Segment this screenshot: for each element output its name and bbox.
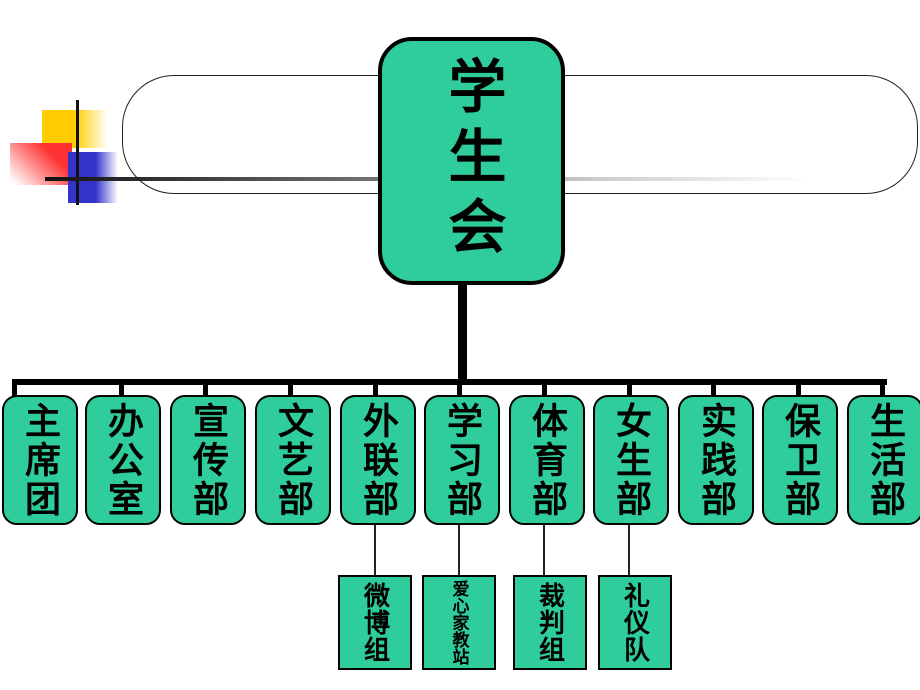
stub-line [880, 384, 885, 396]
dept-node-label: 女生部 [611, 401, 651, 519]
dept-node-office: 办公室 [85, 395, 161, 525]
sub-node-label: 礼仪队 [620, 582, 650, 663]
stub-line [711, 384, 716, 396]
dept-node-life: 生活部 [847, 395, 920, 525]
dept-node-label: 办公室 [103, 401, 143, 519]
dept-child-connector-line [374, 521, 376, 576]
stub-line [12, 384, 17, 396]
dept-child-connector-line [458, 521, 460, 576]
sub-node-label: 爱心家教站 [449, 580, 469, 665]
org-root-node: 学生会 [378, 37, 565, 285]
dept-child-connector-line [628, 521, 630, 576]
sub-node-weibo-group: 微博组 [338, 575, 412, 670]
dept-node-external-liaison: 外联部 [340, 395, 416, 525]
accent-yellow-square [42, 110, 108, 148]
accent-vertical-line [76, 100, 79, 205]
dept-node-label: 文艺部 [273, 401, 313, 519]
dept-node-study: 学习部 [424, 395, 500, 525]
sub-node-label: 裁判组 [535, 582, 565, 663]
stub-line [796, 384, 801, 396]
org-root-label: 学生会 [439, 56, 505, 266]
stub-line [627, 384, 632, 396]
dept-node-label: 体育部 [527, 401, 567, 519]
dept-node-practice: 实践部 [678, 395, 754, 525]
dept-node-label: 实践部 [696, 401, 736, 519]
dept-node-label: 保卫部 [780, 401, 820, 519]
sub-node-etiquette-team: 礼仪队 [598, 575, 672, 670]
dept-child-connector-line [543, 521, 545, 576]
dept-node-sports: 体育部 [509, 395, 585, 525]
stub-line [457, 384, 462, 396]
dept-node-publicity: 宣传部 [170, 395, 246, 525]
dept-node-label: 宣传部 [188, 401, 228, 519]
stub-line [203, 384, 208, 396]
dept-node-girls: 女生部 [593, 395, 669, 525]
root-connector-line [458, 275, 467, 382]
sub-node-label: 微博组 [360, 582, 390, 663]
dept-node-arts: 文艺部 [255, 395, 331, 525]
dept-node-label: 学习部 [442, 401, 482, 519]
dept-node-label: 生活部 [865, 401, 905, 519]
stub-line [288, 384, 293, 396]
dept-node-label: 外联部 [358, 401, 398, 519]
dept-node-label: 主席团 [20, 401, 60, 519]
trunk-connector-line [12, 379, 887, 385]
stub-line [373, 384, 378, 396]
dept-node-presidium: 主席团 [2, 395, 78, 525]
dept-node-security: 保卫部 [762, 395, 838, 525]
stub-line [119, 384, 124, 396]
sub-node-tutoring-station: 爱心家教站 [422, 575, 496, 670]
stub-line [542, 384, 547, 396]
sub-node-referee-group: 裁判组 [513, 575, 587, 670]
